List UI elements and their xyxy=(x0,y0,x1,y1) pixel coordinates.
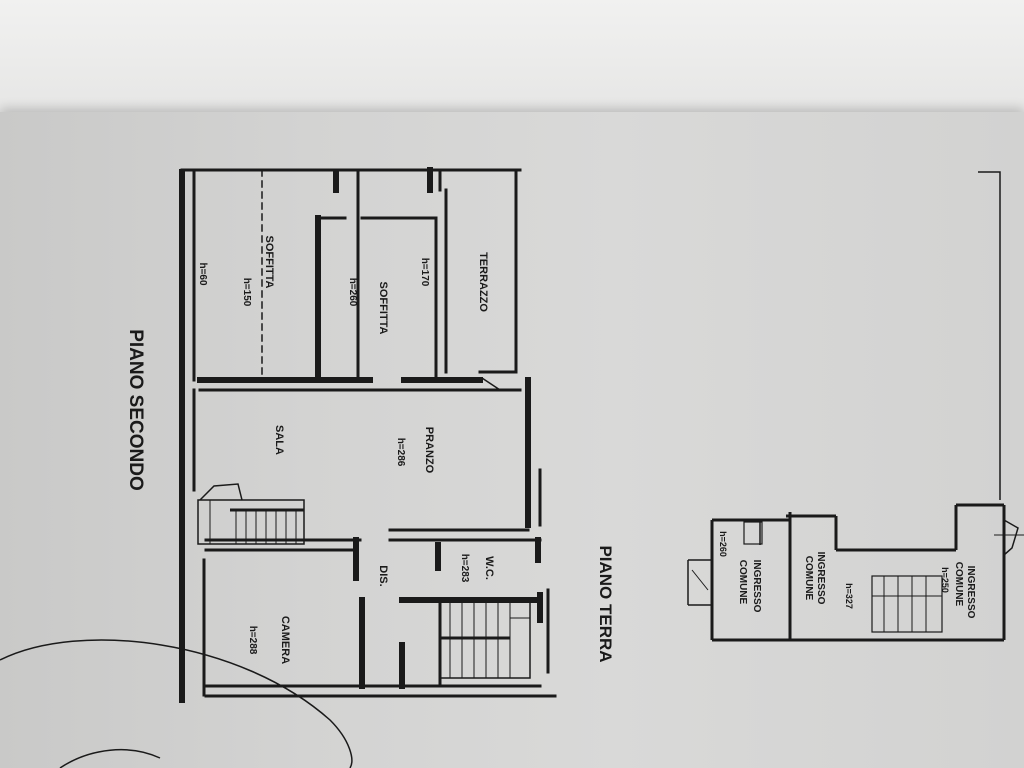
ingresso-1-height-group: h=250 xyxy=(940,567,950,593)
room-label-pranzo: PRANZO xyxy=(423,427,435,474)
room-height-soffitta-a-2: h=170 xyxy=(419,258,430,287)
pranzo-height-group: h=286 xyxy=(395,438,406,467)
soffitta-a-height-group: h=260 xyxy=(347,278,358,307)
terrazzo-label-group: TERRAZZO xyxy=(477,252,489,312)
room-height-soffitta-a: h=260 xyxy=(347,278,358,307)
soffitta-b-height-group: h=150 xyxy=(241,278,252,307)
room-height-wc: h=283 xyxy=(459,554,470,583)
ground-floor-walls xyxy=(687,171,1024,642)
stairs-left xyxy=(197,483,305,545)
second-floor-title: PIANO SECONDO xyxy=(125,329,146,491)
second-floor-walls xyxy=(179,167,557,703)
soffitta-a-group: SOFFITTA xyxy=(377,282,389,335)
dis-group: DIS. xyxy=(377,565,389,586)
sala-group: SALA xyxy=(273,425,285,455)
comune-2-group: COMUNE xyxy=(803,556,814,601)
background-surface xyxy=(0,0,1024,115)
ground-floor-title: PIANO TERRA xyxy=(596,545,615,662)
room-label-ingresso-1: INGRESSO xyxy=(965,566,976,619)
pranzo-group: PRANZO xyxy=(423,427,435,474)
room-label-ingresso-3: INGRESSO xyxy=(751,560,762,613)
wc-height-group: h=283 xyxy=(459,554,470,583)
wc-group: W.C. xyxy=(483,556,495,580)
room-height-ingresso-2: h=327 xyxy=(844,583,854,609)
room-label-soffitta-b: SOFFITTA xyxy=(263,236,275,289)
room-height-soffitta-b-2: h=60 xyxy=(197,262,208,286)
room-label-soffitta-a: SOFFITTA xyxy=(377,282,389,335)
room-label-sala: SALA xyxy=(273,425,285,455)
comune-3-group: COMUNE xyxy=(737,560,748,605)
second-floor-title-group: PIANO SECONDO xyxy=(125,329,146,491)
room-label-comune-3: COMUNE xyxy=(737,560,748,605)
room-label-wc: W.C. xyxy=(483,556,495,580)
room-label-dis: DIS. xyxy=(377,565,389,586)
decorative-curves xyxy=(0,639,353,768)
soffitta-a-height2-group: h=170 xyxy=(419,258,430,287)
room-height-ingresso-1: h=250 xyxy=(940,567,950,593)
room-label-comune-2: COMUNE xyxy=(803,556,814,601)
room-height-ingresso-3: h=260 xyxy=(718,531,728,557)
camera-group: CAMERA xyxy=(279,616,291,664)
room-label-camera: CAMERA xyxy=(279,616,291,664)
stairs-right xyxy=(439,599,531,679)
room-label-comune-1: COMUNE xyxy=(953,562,964,607)
room-label-terrazzo: TERRAZZO xyxy=(477,252,489,312)
ingresso-3-group: INGRESSO xyxy=(751,560,762,613)
soffitta-b-group: SOFFITTA xyxy=(263,236,275,289)
room-height-pranzo: h=286 xyxy=(395,438,406,467)
ingresso-2-height-group: h=327 xyxy=(844,583,854,609)
room-label-ingresso-2: INGRESSO xyxy=(815,552,826,605)
room-height-soffitta-b: h=150 xyxy=(241,278,252,307)
floor-plan-sheet xyxy=(0,112,1024,768)
camera-height-group: h=288 xyxy=(247,626,258,655)
room-height-camera: h=288 xyxy=(247,626,258,655)
soffitta-b-height2-group: h=60 xyxy=(197,262,208,286)
ingresso-3-height-group: h=260 xyxy=(718,531,728,557)
comune-1-group: COMUNE xyxy=(953,562,964,607)
ground-floor-title-group: PIANO TERRA xyxy=(596,545,615,662)
ingresso-2-group: INGRESSO xyxy=(815,552,826,605)
ingresso-1-group: INGRESSO xyxy=(965,566,976,619)
